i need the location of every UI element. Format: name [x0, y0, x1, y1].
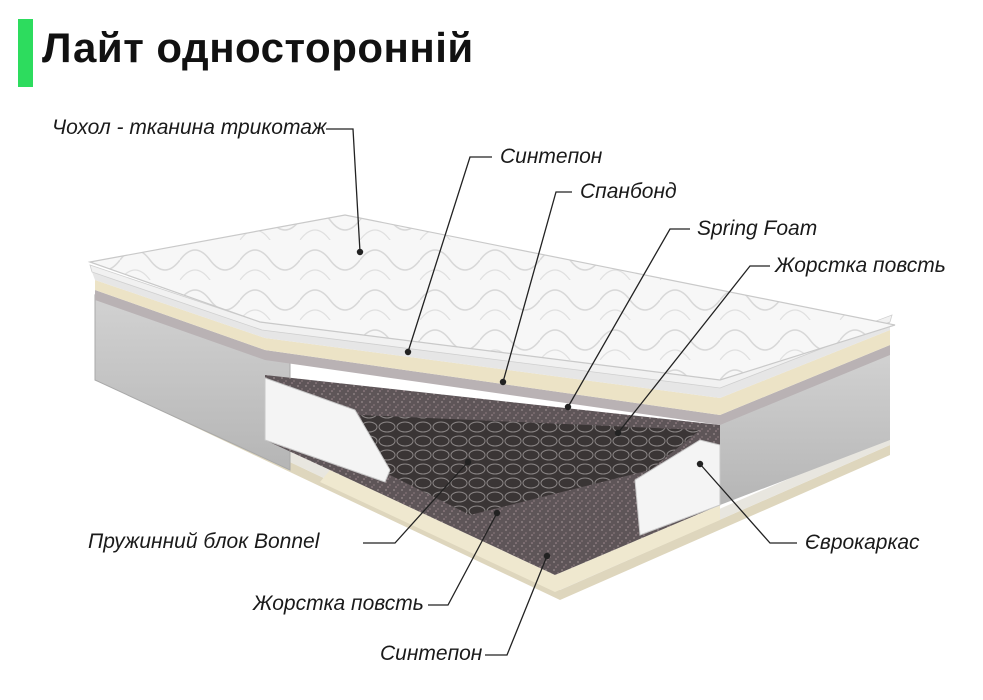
- label-cover: Чохол - тканина трикотаж: [52, 116, 327, 139]
- label-felt-bottom: Жорстка повсть: [253, 592, 424, 615]
- leader-lines: [326, 128, 797, 656]
- page-title: Лайт односторонній: [42, 24, 474, 71]
- euro-frame-insert-left: [264, 377, 391, 483]
- label-spring-foam: Spring Foam: [697, 217, 818, 240]
- label-spring-block: Пружинний блок Bonnel: [88, 530, 320, 553]
- lower-sintepon-cut: [320, 470, 720, 592]
- label-sintepon-bottom: Синтепон: [380, 642, 483, 665]
- label-spanbond: Спанбонд: [580, 180, 677, 203]
- spring-block-cavity: [360, 415, 700, 515]
- euro-frame-side-right: [720, 350, 890, 505]
- label-euro-frame: Єврокаркас: [805, 531, 920, 554]
- quilted-cover: [87, 214, 896, 381]
- title-accent-bar: [18, 19, 33, 87]
- label-felt-top: Жорстка повсть: [775, 254, 946, 277]
- label-sintepon-top: Синтепон: [500, 145, 603, 168]
- leader-dots: [356, 248, 704, 560]
